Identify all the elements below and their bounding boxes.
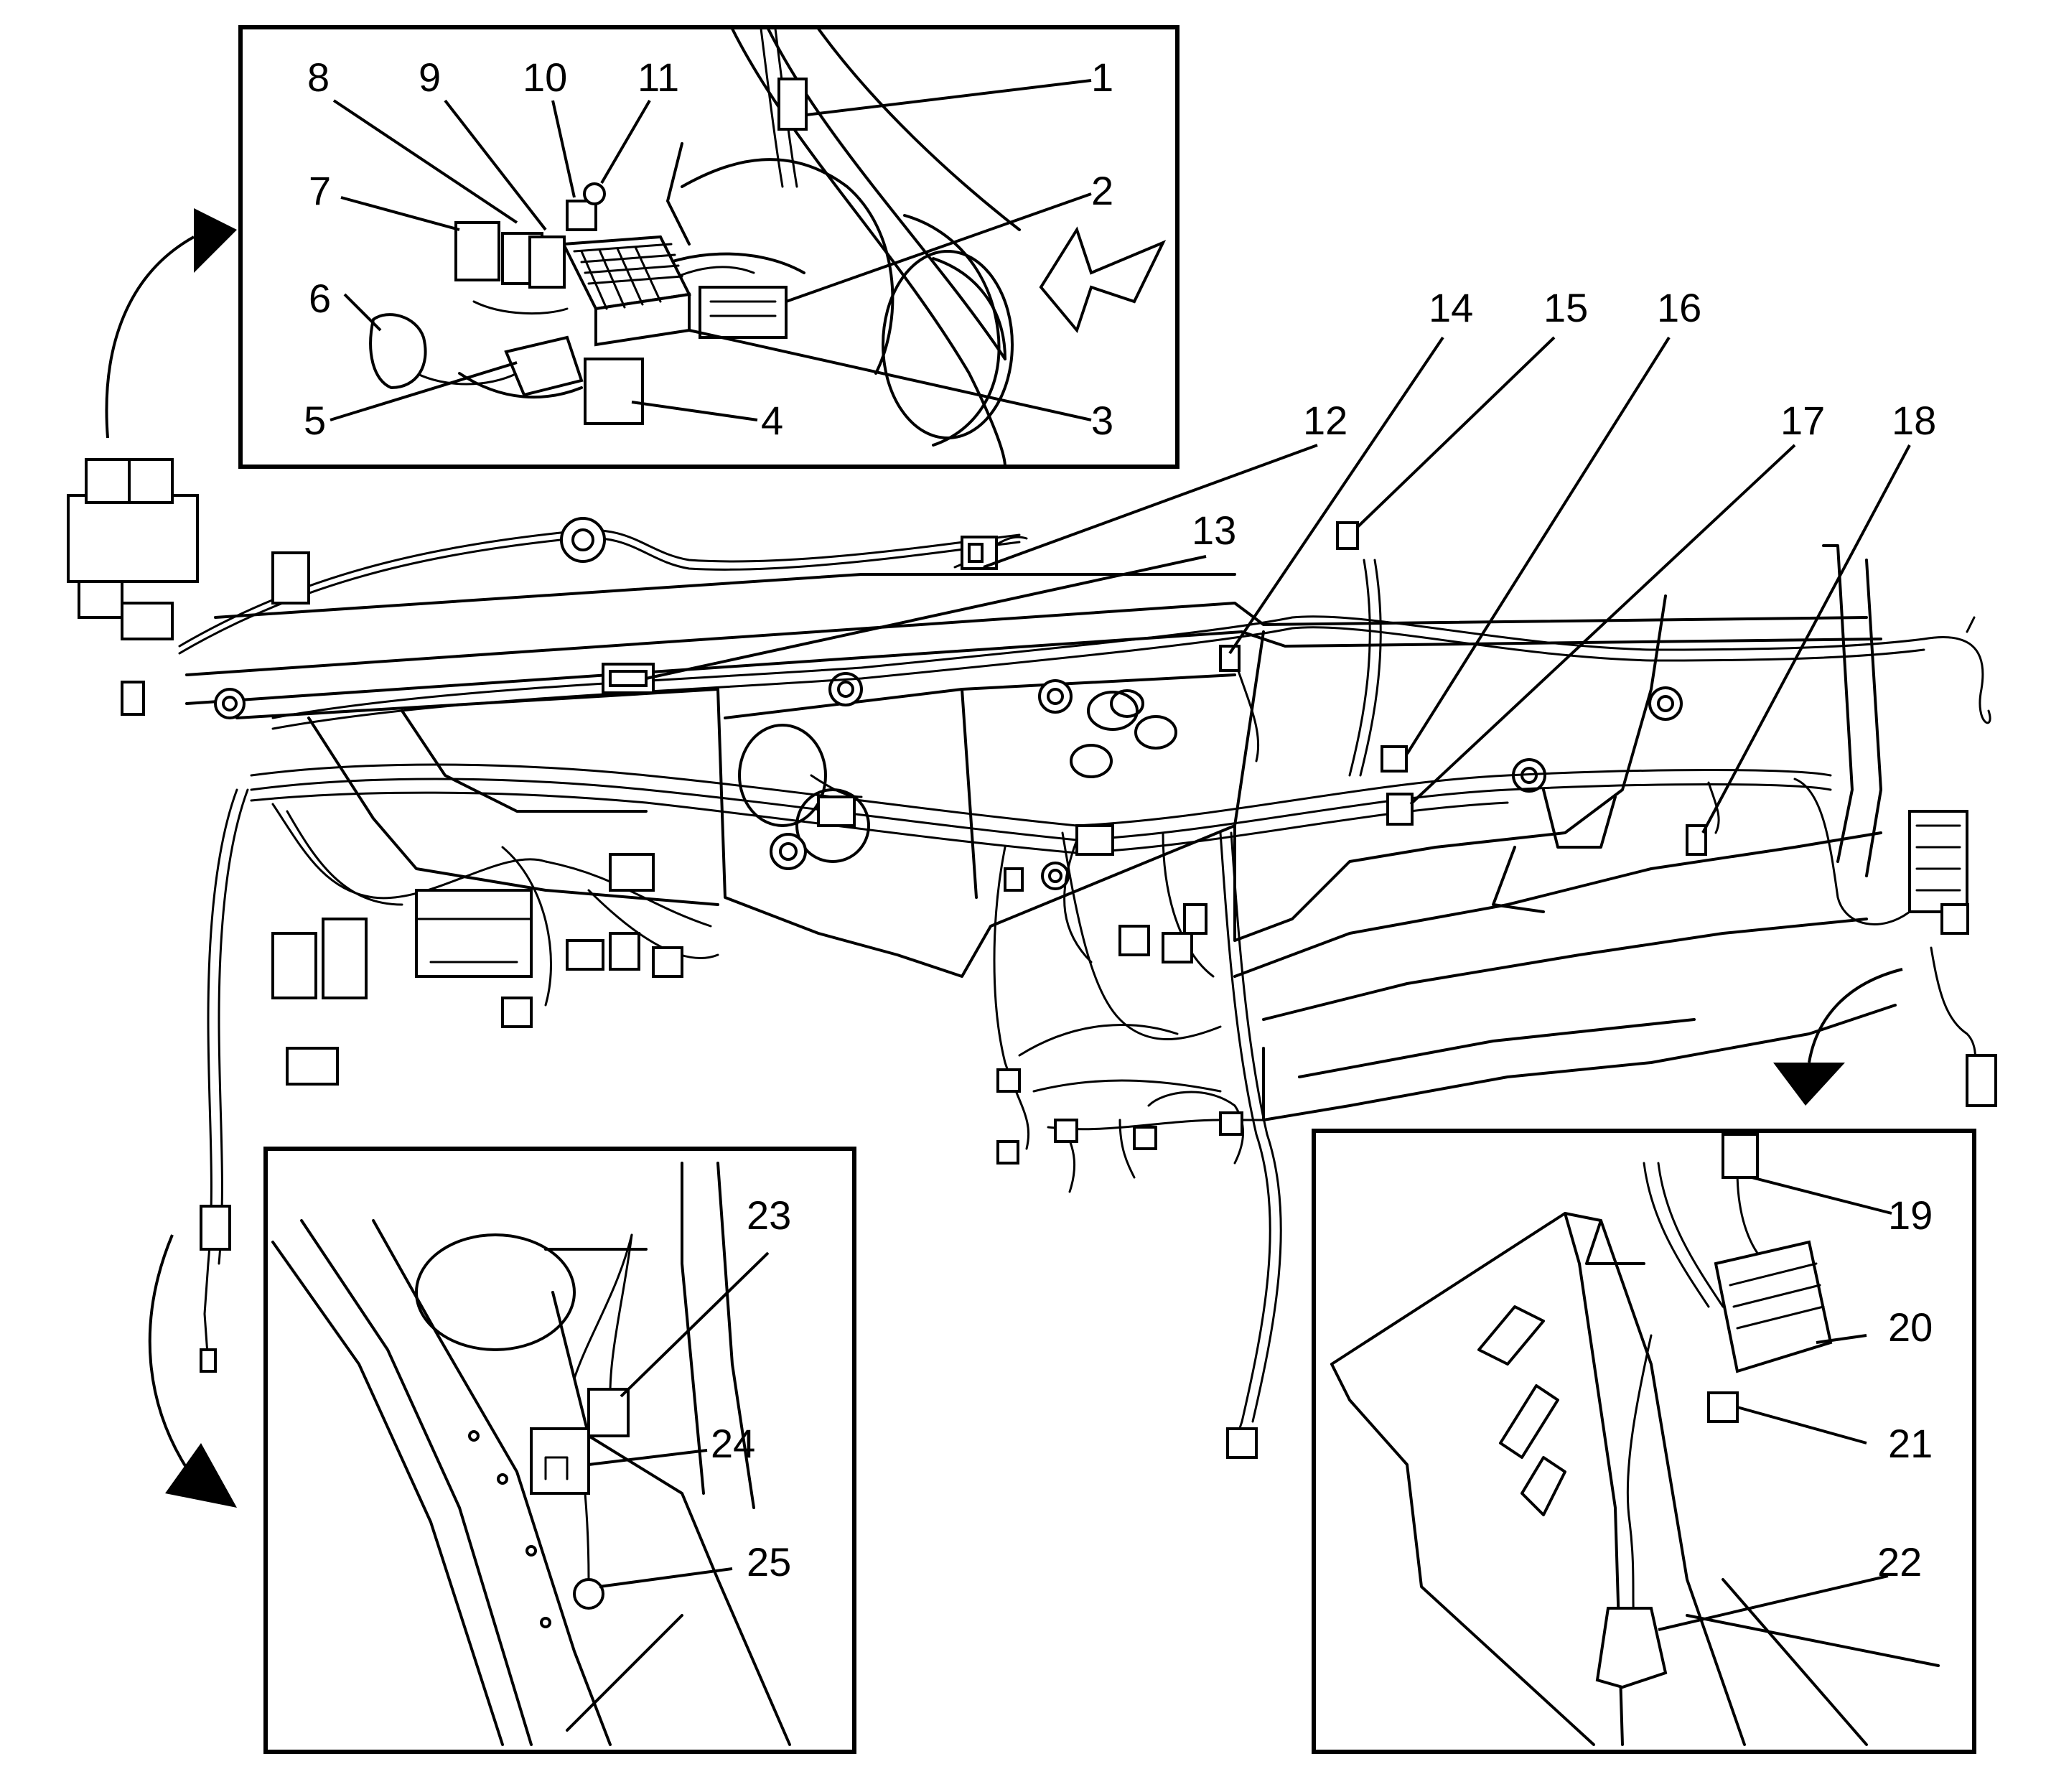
connector-14 <box>1219 645 1241 672</box>
callout-5: 5 <box>304 398 326 443</box>
connector-19 <box>1722 1133 1759 1179</box>
bolt-icon <box>1041 862 1070 890</box>
callout-4: 4 <box>761 398 783 443</box>
callout-16: 16 <box>1657 285 1701 330</box>
callout-12: 12 <box>1303 398 1347 443</box>
mounting-bolts <box>214 672 1683 890</box>
arrow-head-icon <box>165 1443 237 1508</box>
connector-16 <box>1381 745 1408 773</box>
connector-17 <box>1386 793 1414 826</box>
callout-15: 15 <box>1543 285 1588 330</box>
bolt-icon <box>828 672 863 706</box>
arrow-head-icon <box>194 208 237 273</box>
view-arrow-icon <box>1039 226 1167 334</box>
callout-3: 3 <box>1091 398 1113 443</box>
connector-5 <box>504 335 584 397</box>
fuse-block <box>561 235 692 347</box>
callout-2: 2 <box>1091 168 1113 213</box>
junction-block-left <box>67 494 199 583</box>
inset-box-bottom-left <box>263 1147 856 1754</box>
harness-connectors <box>67 458 1997 1459</box>
callout-7: 7 <box>309 168 331 213</box>
connector-24 <box>530 1427 590 1495</box>
connector-9 <box>528 235 566 289</box>
curved-arrow-icon <box>105 235 195 439</box>
connector-22 <box>1595 1607 1668 1689</box>
ground-eyelet-11 <box>583 182 606 205</box>
connector-2 <box>699 286 788 339</box>
ground-eyelet-25 <box>573 1578 604 1610</box>
connector-4 <box>584 358 644 425</box>
arrow-head-icon <box>1773 1063 1845 1106</box>
callout-20: 20 <box>1888 1305 1933 1350</box>
callout-23: 23 <box>747 1193 791 1238</box>
callout-8: 8 <box>307 55 330 100</box>
connector-21 <box>1707 1391 1739 1423</box>
bolt-icon <box>1038 679 1073 714</box>
callout-24: 24 <box>711 1421 755 1466</box>
connector-15 <box>1336 521 1359 550</box>
callout-21: 21 <box>1888 1421 1933 1466</box>
leader-lines <box>330 79 1911 1631</box>
inset-box-top <box>238 25 1180 469</box>
callout-17: 17 <box>1780 398 1825 443</box>
callout-18: 18 <box>1892 398 1936 443</box>
junction-block-right <box>1908 810 1968 913</box>
connector-10 <box>566 200 597 231</box>
callout-10: 10 <box>523 55 567 100</box>
callout-6: 6 <box>309 276 331 321</box>
callout-19: 19 <box>1888 1193 1933 1238</box>
wiring-harness <box>178 517 1991 1445</box>
bolt-icon <box>214 688 246 719</box>
curved-arrow-icon <box>148 1234 195 1480</box>
connector-18 <box>1686 824 1707 856</box>
direction-arrows <box>105 208 1903 1508</box>
connector-6 <box>369 313 427 390</box>
instrument-panel-structure <box>185 544 1897 1121</box>
bolt-icon <box>1648 686 1683 721</box>
callout-22: 22 <box>1877 1539 1922 1585</box>
connector-20 <box>1714 1240 1833 1373</box>
callout-1: 1 <box>1091 55 1113 100</box>
callout-13: 13 <box>1192 508 1236 553</box>
curved-arrow-icon <box>1808 968 1903 1063</box>
bolt-icon <box>770 833 807 870</box>
inset-box-bottom-right <box>1312 1129 1976 1754</box>
connector-7 <box>454 221 500 281</box>
module-lower-left <box>415 889 533 978</box>
callout-9: 9 <box>419 55 441 100</box>
callout-25: 25 <box>747 1539 791 1585</box>
callout-numbers: 1 2 3 4 5 6 7 8 9 10 11 12 13 14 15 16 1… <box>304 55 1936 1585</box>
callout-14: 14 <box>1429 285 1473 330</box>
callout-11: 11 <box>637 55 679 100</box>
connector-1 <box>777 78 808 131</box>
